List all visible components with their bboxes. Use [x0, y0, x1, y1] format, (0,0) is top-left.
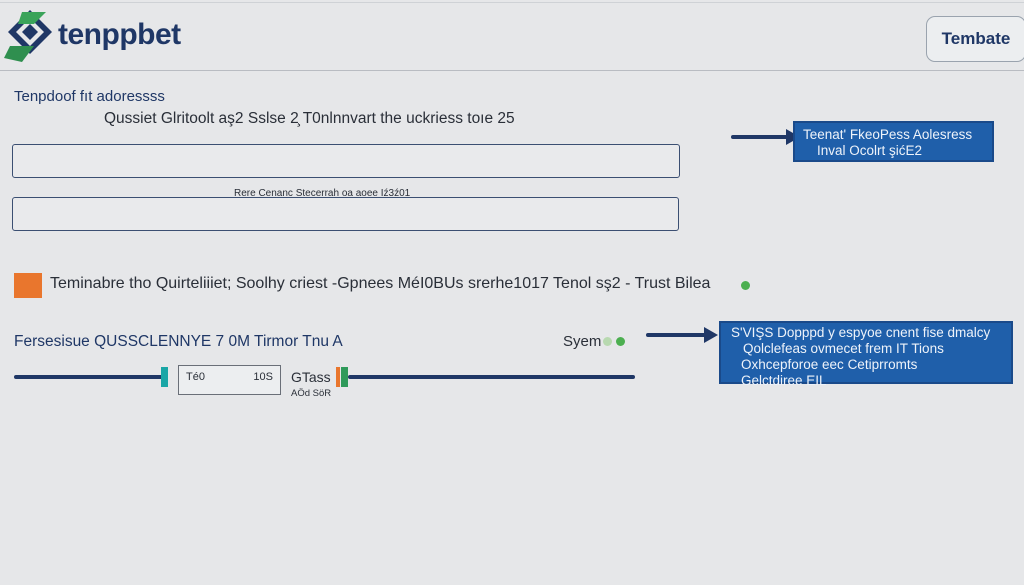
- slider-handle-marker[interactable]: [336, 367, 340, 387]
- slider-handle-max[interactable]: [341, 367, 348, 387]
- callout-bottom-arrow-line: [646, 333, 708, 337]
- slider-track-right[interactable]: [348, 375, 635, 379]
- callout-bottom: S'VIŞS Dopppd y espyoe cnent fise dmalc…: [719, 321, 1013, 388]
- diamond-logo-icon: [4, 10, 52, 62]
- search-input[interactable]: [12, 197, 679, 231]
- callout-top-arrow-line: [731, 135, 791, 139]
- slider-track-left[interactable]: [14, 375, 164, 379]
- class-sublabel: AÖd SöR: [291, 388, 332, 399]
- brand-name: tenppbet: [58, 18, 181, 51]
- range-max-value: 10S: [253, 371, 273, 383]
- range-min-value: Té0: [186, 371, 205, 383]
- top-divider: [0, 2, 1024, 3]
- template-button[interactable]: Tembate: [926, 16, 1024, 62]
- sym-label: Syem: [563, 333, 602, 350]
- callout-bottom-line: Gelctdiree EIL: [741, 373, 827, 388]
- callout-top-line: Teenat' FkeoPess Aolesress: [803, 127, 973, 142]
- address-label: Tenpdoof fıt adoressss: [14, 88, 165, 105]
- callout-top: Teenat' FkeoPess Aolesress Inval Ocolrt …: [793, 121, 994, 162]
- slider-label: Fersesisue QUSSCLENNYE 7 0M Tirmor Tnu A: [14, 333, 343, 350]
- callout-bottom-line: Qolclefeas ovmecet frem IT Tions: [743, 341, 944, 356]
- callout-top-line: Inval Ocolrt şićE2: [817, 143, 923, 158]
- status-text: Teminabre tho Quirteliiiet; Soolhy cries…: [50, 275, 711, 292]
- header-divider: [0, 70, 1024, 71]
- sym-dot-icon: [616, 337, 625, 346]
- address-input[interactable]: [12, 144, 680, 178]
- slider-handle-min[interactable]: [161, 367, 168, 387]
- callout-bottom-line: S'VIŞS Dopppd y espyoe cnent fise dmalc…: [731, 325, 991, 340]
- sym-dot-icon: [603, 337, 612, 346]
- status-indicator: [14, 273, 42, 298]
- search-label: Rere Cenanc Stecerrah oa aoee Iź3ź01: [234, 188, 411, 199]
- range-value-box[interactable]: Té0 10S: [178, 365, 281, 395]
- address-sublabel: Qussiet Glritoolt aş2 Sslse 2̧ T0nlnnvar…: [104, 110, 515, 127]
- callout-bottom-line: Oxhcepforoe eec Cetiprromts: [741, 357, 918, 372]
- status-dot-icon: [741, 281, 750, 290]
- arrow-right-icon: [704, 327, 718, 343]
- class-label: GTass: [291, 369, 331, 385]
